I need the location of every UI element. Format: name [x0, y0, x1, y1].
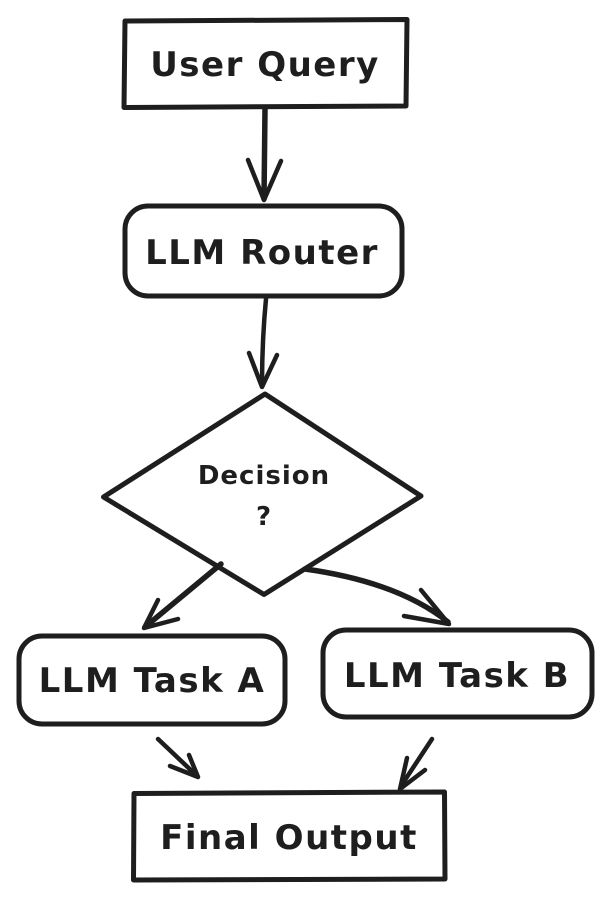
- arrowhead-icon: [141, 597, 181, 631]
- llm-router-box: [122, 203, 405, 299]
- edge-shaft: [259, 296, 269, 389]
- node-llm-task-b: LLM Task B: [320, 627, 595, 720]
- arrowhead-icon: [167, 752, 201, 780]
- arrowhead-icon: [246, 350, 280, 390]
- node-llm-task-a: LLM Task A: [16, 633, 288, 727]
- edge-llm-router-to-decision: [246, 296, 280, 390]
- edge-shaft: [142, 561, 224, 630]
- llm-task-b-label: LLM Task B: [344, 656, 570, 696]
- user-query-box: [121, 17, 410, 110]
- final-output-label: Final Output: [160, 818, 418, 858]
- edge-shaft: [155, 736, 199, 778]
- arrowhead-icon: [245, 157, 284, 203]
- final-output-box: [131, 789, 448, 883]
- arrowhead-icon: [397, 755, 428, 792]
- edge-shaft: [261, 106, 268, 202]
- node-user-query: User Query: [121, 17, 410, 110]
- llm-task-a-box: [16, 633, 288, 727]
- edge-user-query-to-llm-router: [245, 106, 284, 203]
- edge-shaft: [302, 566, 451, 625]
- decision-diamond: [101, 391, 424, 597]
- edge-llm-task-a-to-final-output: [155, 736, 201, 780]
- node-decision: Decision ?: [101, 391, 424, 597]
- edge-decision-to-llm-task-b: [302, 566, 452, 627]
- edge-decision-to-llm-task-a: [141, 561, 224, 631]
- node-final-output: Final Output: [131, 789, 448, 883]
- llm-router-label: LLM Router: [145, 233, 379, 273]
- llm-task-a-label: LLM Task A: [39, 661, 266, 701]
- node-llm-router: LLM Router: [122, 203, 405, 299]
- decision-question-mark: ?: [256, 502, 272, 532]
- edge-llm-task-b-to-final-output: [397, 736, 435, 792]
- llm-task-b-box: [320, 627, 595, 720]
- decision-label: Decision: [198, 461, 330, 491]
- user-query-label: User Query: [150, 45, 380, 85]
- edge-shaft: [398, 736, 435, 789]
- arrowhead-icon: [401, 587, 452, 627]
